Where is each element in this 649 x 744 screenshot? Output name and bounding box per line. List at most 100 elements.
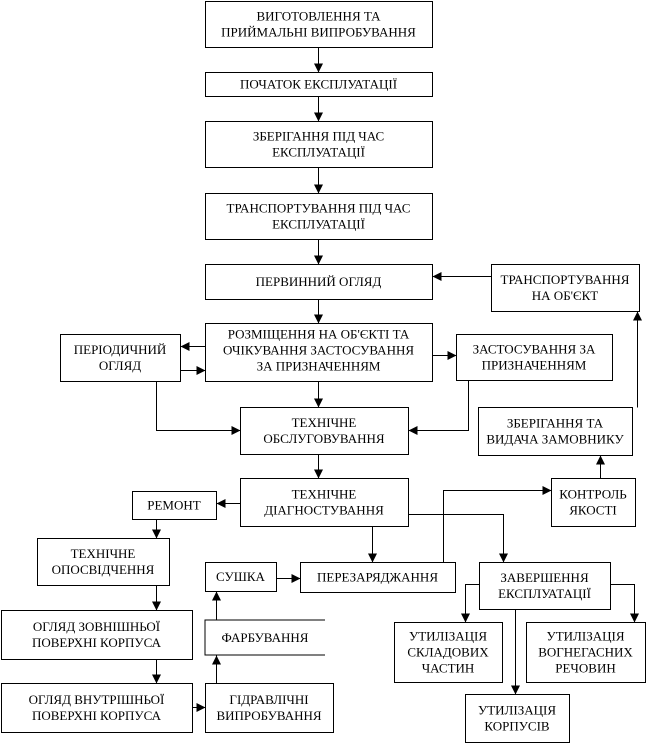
arrowhead <box>231 426 241 435</box>
arrowhead <box>499 553 508 563</box>
end-operation-label-2: ЕКСПЛУАТАЦІЇ <box>498 586 591 601</box>
connector-application-to-maintenance <box>408 380 469 435</box>
transport-to-object-label-1: ТРАНСПОРТУВАННЯ <box>501 272 630 287</box>
connector-transport-object-to-primary <box>432 272 492 281</box>
connector-diagnostics-to-recharging <box>368 526 377 563</box>
arrowhead <box>212 655 221 665</box>
connector-storage-to-transport <box>314 167 323 194</box>
connector-recharging-to-quality <box>443 486 552 563</box>
external-inspection-label-2: ПОВЕРХНІ КОРПУСА <box>32 635 162 650</box>
arrowhead <box>447 351 457 360</box>
quality-control-label-1: КОНТРОЛЬ <box>559 487 627 502</box>
primary-inspection-label-1: ПЕРВИННИЙ ОГЛЯД <box>256 274 382 289</box>
connector-hydraulic-to-painting <box>212 655 221 684</box>
connector-maintenance-to-diagnostics <box>314 454 323 479</box>
storage-delivery-label-1: ЗБЕРІГАННЯ ТА <box>507 416 604 431</box>
diagnostics-label-2: ДІАГНОСТУВАННЯ <box>264 503 384 518</box>
connectors <box>152 47 642 712</box>
manufacturing-label-1: ВИГОТОВЛЕННЯ ТА <box>256 9 381 24</box>
periodic-inspection-label-1: ПЕРІОДИЧНИЙ <box>74 342 167 357</box>
connector-end-to-parts <box>461 584 480 623</box>
disposal-parts-label-2: СКЛАДОВИХ <box>407 645 489 660</box>
painting-label-1: ФАРБУВАННЯ <box>222 630 309 645</box>
application-label-1: ЗАСТОСУВАННЯ ЗА <box>473 342 596 357</box>
arrowhead <box>432 272 442 281</box>
connector-start-to-storage <box>314 96 323 122</box>
arrowhead <box>314 112 323 122</box>
end-operation-label-1: ЗАВЕРШЕННЯ <box>500 570 589 585</box>
start-operation-box: ПОЧАТОК ЕКСПЛУАТАЦІЇ <box>205 72 433 97</box>
placement-label-2: ОЧІКУВАННЯ ЗАСТОСУВАННЯ <box>223 343 414 358</box>
arrowhead <box>216 499 226 508</box>
arrowhead <box>291 574 301 583</box>
disposal-parts-label-3: ЧАСТИН <box>422 661 475 676</box>
repair-label-1: РЕМОНТ <box>147 498 201 513</box>
disposal-agents-label-1: УТИЛІЗАЦІЯ <box>547 629 625 644</box>
internal-inspection-label-1: ОГЛЯД ВНУТРІШНЬОЇ <box>29 692 165 707</box>
connector-certification-to-external <box>152 585 161 611</box>
painting-box: ФАРБУВАННЯ <box>204 619 325 656</box>
application-label-2: ПРИЗНАЧЕННЯМ <box>482 358 587 373</box>
connector-delivery-to-transport-object <box>633 311 642 408</box>
connector-placement-to-application <box>432 351 457 360</box>
connector-repair-to-certification <box>152 519 161 539</box>
storage-delivery-label-2: ВИДАЧА ЗАМОВНИКУ <box>486 432 624 447</box>
maintenance-label-1: ТЕХНІЧНЕ <box>292 415 357 430</box>
connector-drying-to-recharging <box>276 574 301 583</box>
connector-periodic-to-placement <box>180 366 206 375</box>
connector-placement-to-maintenance <box>314 381 323 408</box>
connector-transport-to-primary <box>314 239 323 265</box>
connector-external-to-internal <box>152 659 161 684</box>
quality-control-label-2: ЯКОСТІ <box>569 503 617 518</box>
arrowhead <box>196 703 206 712</box>
arrowhead <box>511 685 520 695</box>
arrowhead <box>630 613 639 623</box>
recharging-box: ПЕРЕЗАРЯДЖАННЯ <box>300 562 456 593</box>
repair-box: РЕМОНТ <box>132 491 217 520</box>
placement-label-1: РОЗМІЩЕННЯ НА ОБ'ЄКТІ ТА <box>228 327 410 342</box>
hydraulic-tests-label-2: ВИПРОБУВАННЯ <box>216 708 321 723</box>
hydraulic-tests-label-1: ГІДРАВЛІЧНІ <box>229 692 308 707</box>
connector-manufacturing-to-start <box>314 47 323 73</box>
disposal-body-label-1: УТИЛІЗАЦІЯ <box>478 703 556 718</box>
arrowhead <box>314 398 323 408</box>
transport-operation-label-2: ЕКСПЛУАТАЦІЇ <box>272 217 365 232</box>
arrowhead <box>152 529 161 539</box>
connector-painting-to-drying <box>212 591 221 621</box>
connector-primary-to-placement <box>314 299 323 324</box>
manufacturing-label-2: ПРИЙМАЛЬНІ ВИПРОБУВАННЯ <box>221 25 416 40</box>
connector-placement-to-periodic <box>180 342 206 351</box>
tech-certification-label-1: ТЕХНІЧНЕ <box>71 546 136 561</box>
storage-operation-label-2: ЕКСПЛУАТАЦІЇ <box>272 145 365 160</box>
arrowhead <box>180 342 190 351</box>
arrowhead <box>314 255 323 265</box>
disposal-body-label-2: КОРПУСІВ <box>484 719 550 734</box>
arrowhead <box>314 469 323 479</box>
drying-label-1: СУШКА <box>216 569 265 584</box>
arrowhead <box>633 311 642 321</box>
diagnostics-label-1: ТЕХНІЧНЕ <box>292 487 357 502</box>
placement-label-3: ЗА ПРИЗНАЧЕННЯМ <box>257 359 381 374</box>
arrowhead <box>152 601 161 611</box>
primary-inspection-box: ПЕРВИННИЙ ОГЛЯД <box>205 264 433 300</box>
start-operation-label-1: ПОЧАТОК ЕКСПЛУАТАЦІЇ <box>240 77 397 92</box>
arrowhead <box>461 613 470 623</box>
maintenance-label-2: ОБСЛУГОВУВАННЯ <box>263 431 385 446</box>
connector-diagnostics-to-repair <box>216 499 241 508</box>
